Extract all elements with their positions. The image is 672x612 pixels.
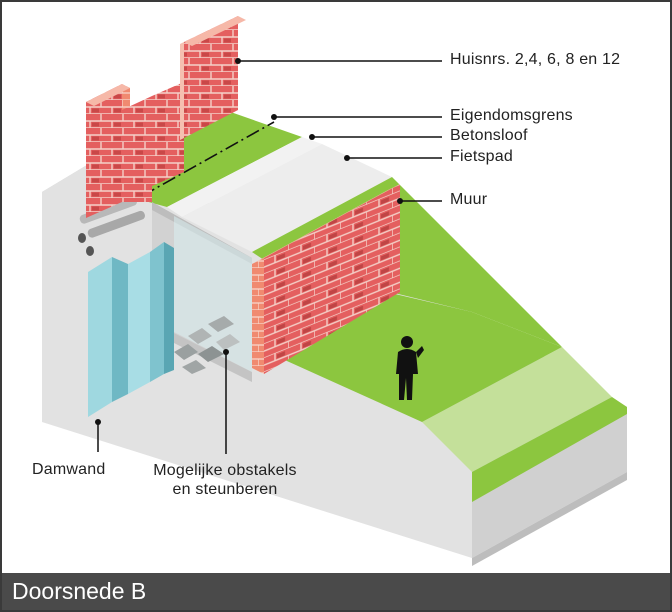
label-fietspad: Fietspad xyxy=(450,148,513,166)
label-obstakels-line1: Mogelijke obstakels xyxy=(140,461,310,480)
label-huisnummers: Huisnrs. 2,4, 6, 8 en 12 xyxy=(450,51,620,69)
label-muur: Muur xyxy=(450,191,487,209)
label-betonsloof: Betonsloof xyxy=(450,127,528,145)
label-obstakels-line2: en steunberen xyxy=(140,480,310,499)
footer-title: Doorsnede B xyxy=(12,578,146,605)
label-obstakels: Mogelijke obstakels en steunberen xyxy=(140,461,310,499)
label-damwand: Damwand xyxy=(32,461,105,479)
footer-bar: Doorsnede B xyxy=(2,573,670,610)
cross-section-illustration xyxy=(2,2,670,572)
label-eigendomsgrens: Eigendomsgrens xyxy=(450,107,573,125)
